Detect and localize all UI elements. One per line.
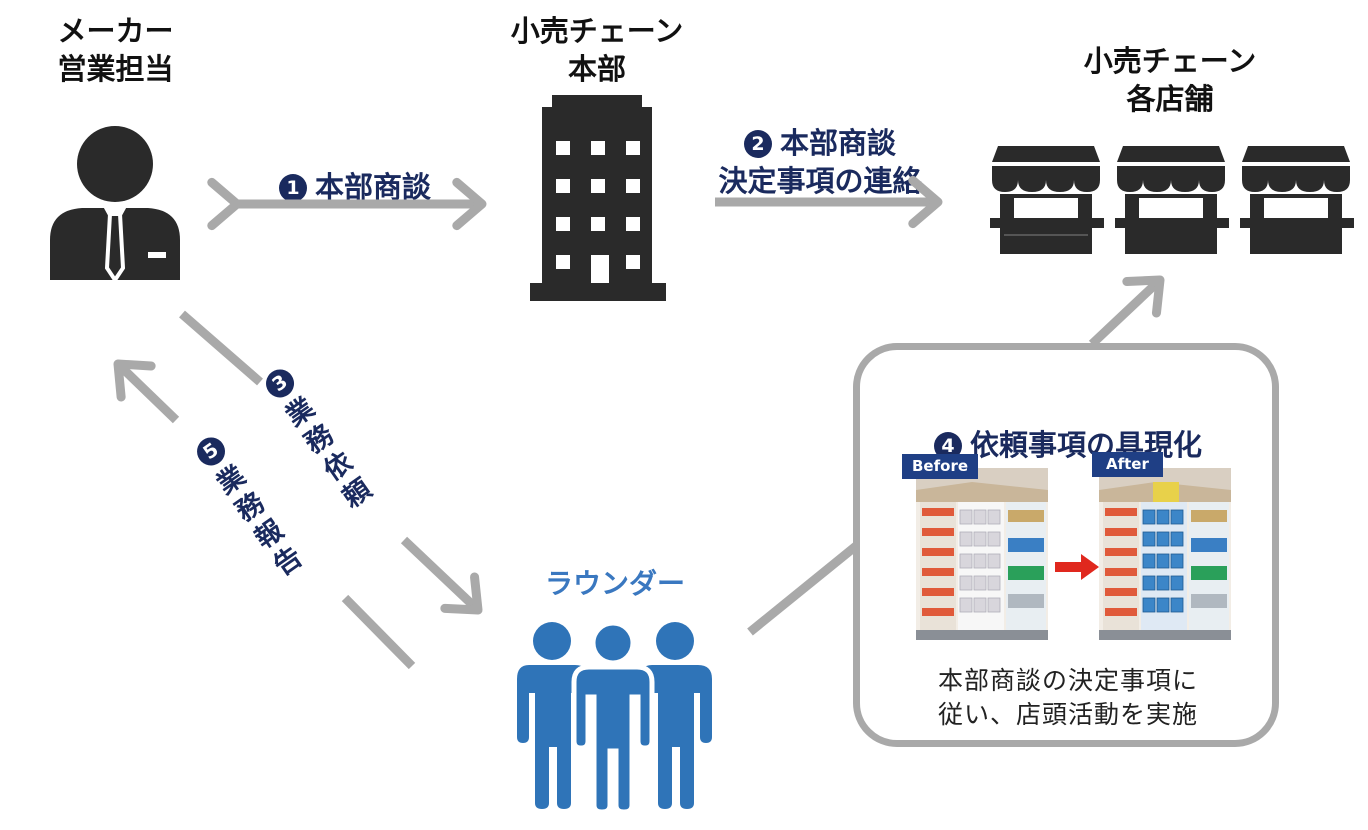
after-shelf-image (1099, 468, 1231, 640)
rounder-to-box-line (747, 542, 859, 636)
step5-arrow-upper (113, 359, 180, 424)
store-icon (1240, 146, 1354, 254)
hq-building-icon (530, 95, 666, 301)
store-icon (1115, 146, 1229, 254)
transition-arrow-icon (1055, 554, 1099, 580)
step2-text: 本部商談 決定事項の連絡 (718, 126, 922, 198)
rounder-group-icon (517, 620, 712, 815)
step3-arrow-lower (400, 536, 483, 615)
store-icon (990, 146, 1104, 254)
step4-text: 依頼事項の具現化 (969, 428, 1202, 462)
before-tag: Before (902, 454, 979, 479)
box-to-stores-arrow (1088, 275, 1165, 348)
after-tag: After (1092, 452, 1163, 477)
step3-arrow-upper (179, 310, 263, 386)
step5-arrow-lower (341, 594, 416, 670)
salesperson-icon (50, 126, 180, 284)
stores-title: 小売チェーン 各店舗 (1083, 44, 1257, 116)
rounder-title: ラウンダー (544, 567, 685, 600)
step2-number-badge: 2 (743, 130, 772, 158)
hq-title: 小売チェーン 本部 (510, 14, 684, 86)
before-shelf-image (916, 468, 1048, 640)
maker-title: メーカー 営業担当 (57, 14, 174, 86)
step4-caption: 本部商談の決定事項に 従い、店頭活動を実施 (937, 666, 1198, 729)
